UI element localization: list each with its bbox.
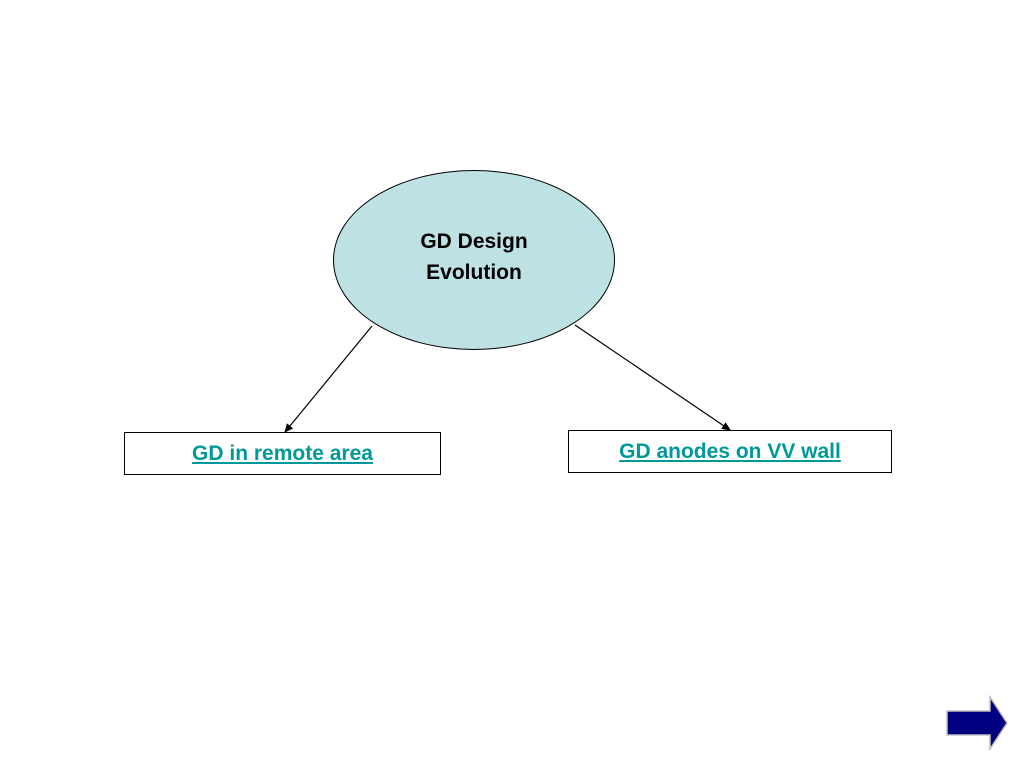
- link-gd-anodes-on-vv-wall[interactable]: GD anodes on VV wall: [619, 439, 841, 463]
- connector-left-arrow: [284, 325, 373, 433]
- center-node-line1: GD Design: [420, 230, 528, 253]
- connector-right-arrow: [574, 324, 731, 431]
- center-node-label: GD Design Evolution: [394, 226, 554, 288]
- child-box-remote-area: GD in remote area: [124, 432, 441, 475]
- center-node-ellipse: GD Design Evolution: [333, 170, 615, 350]
- center-node-line2: Evolution: [426, 261, 522, 284]
- child-box-vv-wall: GD anodes on VV wall: [568, 430, 892, 473]
- link-gd-in-remote-area[interactable]: GD in remote area: [192, 441, 373, 465]
- arrow-right-icon: [946, 695, 1008, 751]
- next-slide-button[interactable]: [946, 695, 1008, 751]
